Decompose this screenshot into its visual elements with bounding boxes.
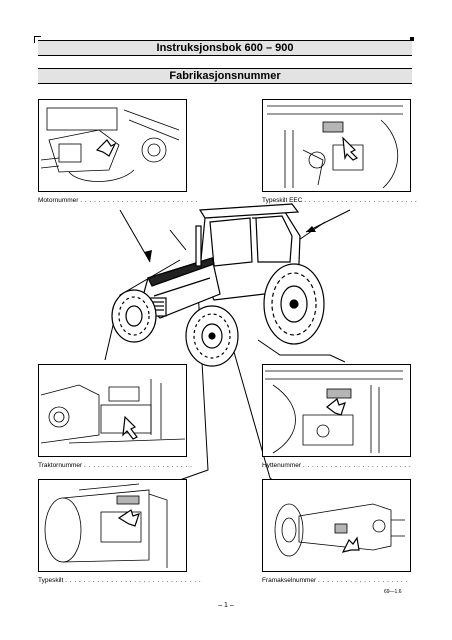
hytte-leader: . . . . . . . . . . . . . . . . . . . . … [302, 462, 412, 469]
document-title: Instruksjonsbok 600 – 900 [38, 37, 414, 56]
front-axle-frame [262, 479, 411, 572]
framaksel-label: Framakselnummer [262, 577, 317, 584]
eec-label: Typeskilt EEC [262, 197, 303, 204]
cab-number-frame [262, 364, 411, 457]
document-reference: 69—1.6 [384, 589, 402, 595]
hytte-caption: Hyttenummer . . . . . . . . . . . . . . … [262, 462, 411, 470]
motor-leader: . . . . . . . . . . . . . . . . . . . . … [80, 197, 198, 204]
framaksel-leader: . . . . . . . . . . . . . . . . . . . . [318, 577, 408, 584]
tractor-number-frame [38, 364, 187, 457]
motor-caption: Motornummer . . . . . . . . . . . . . . … [38, 197, 198, 205]
traktor-label: Traktornummer [38, 462, 83, 469]
hytte-label: Hyttenummer [262, 462, 302, 469]
section-title: Fabrikasjonsnummer [38, 68, 412, 84]
framaksel-caption: Framakselnummer . . . . . . . . . . . . … [262, 577, 408, 585]
traktor-caption: Traktornummer . . . . . . . . . . . . . … [38, 462, 192, 470]
traktor-leader: . . . . . . . . . . . . . . . . . . . . … [84, 462, 193, 469]
crop-mark-left [34, 36, 41, 43]
typeskilt-label: Typeskilt [38, 577, 64, 584]
typeskilt-leader: . . . . . . . . . . . . . . . . . . . . … [65, 577, 202, 584]
eec-plate-frame [262, 99, 411, 192]
eec-leader: . . . . . . . . . . . . . . . . . . . . … [304, 197, 418, 204]
type-plate-frame [38, 479, 187, 572]
eec-caption: Typeskilt EEC . . . . . . . . . . . . . … [262, 197, 417, 205]
engine-detail-frame [38, 99, 187, 192]
motor-label: Motornummer [38, 197, 79, 204]
page-number: – 1 – [218, 602, 234, 609]
typeskilt-caption: Typeskilt . . . . . . . . . . . . . . . … [38, 577, 201, 585]
tractor-illustration [104, 203, 351, 495]
